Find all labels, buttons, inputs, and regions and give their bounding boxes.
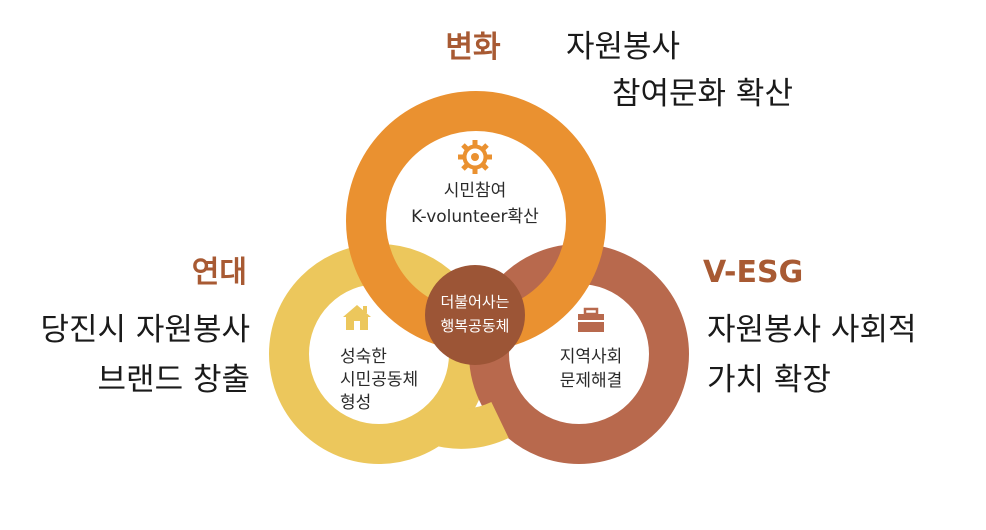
right-heading: V-ESG xyxy=(703,255,803,290)
right-ring-line1: 지역사회 xyxy=(560,347,623,367)
top-heading: 변화 xyxy=(445,30,501,65)
top-ring-line1: 시민참여 xyxy=(444,181,507,201)
left-ring-line3: 형성 xyxy=(340,393,371,413)
left-ring-line1: 성숙한 xyxy=(340,347,387,367)
top-desc-line1: 자원봉사 xyxy=(566,29,680,65)
left-heading: 연대 xyxy=(192,255,247,290)
left-desc-line1: 당진시 자원봉사 xyxy=(41,312,251,348)
right-ring-line2: 문제해결 xyxy=(560,371,623,391)
left-ring-line2: 시민공동체 xyxy=(340,370,418,390)
center-line1: 더불어사는 xyxy=(440,293,509,311)
house-icon xyxy=(343,305,371,330)
center-line2: 행복공동체 xyxy=(440,317,509,335)
yellow-ring-overlap xyxy=(429,401,509,449)
center-circle xyxy=(425,265,525,365)
right-desc-line2: 가치 확장 xyxy=(707,362,831,398)
briefcase-icon xyxy=(578,307,604,332)
top-ring-line2: K-volunteer확산 xyxy=(411,207,539,227)
left-desc-line2: 브랜드 창출 xyxy=(98,362,250,398)
right-desc-line1: 자원봉사 사회적 xyxy=(707,312,917,348)
gear-icon xyxy=(458,140,492,174)
top-desc-line2: 참여문화 확산 xyxy=(612,76,793,112)
